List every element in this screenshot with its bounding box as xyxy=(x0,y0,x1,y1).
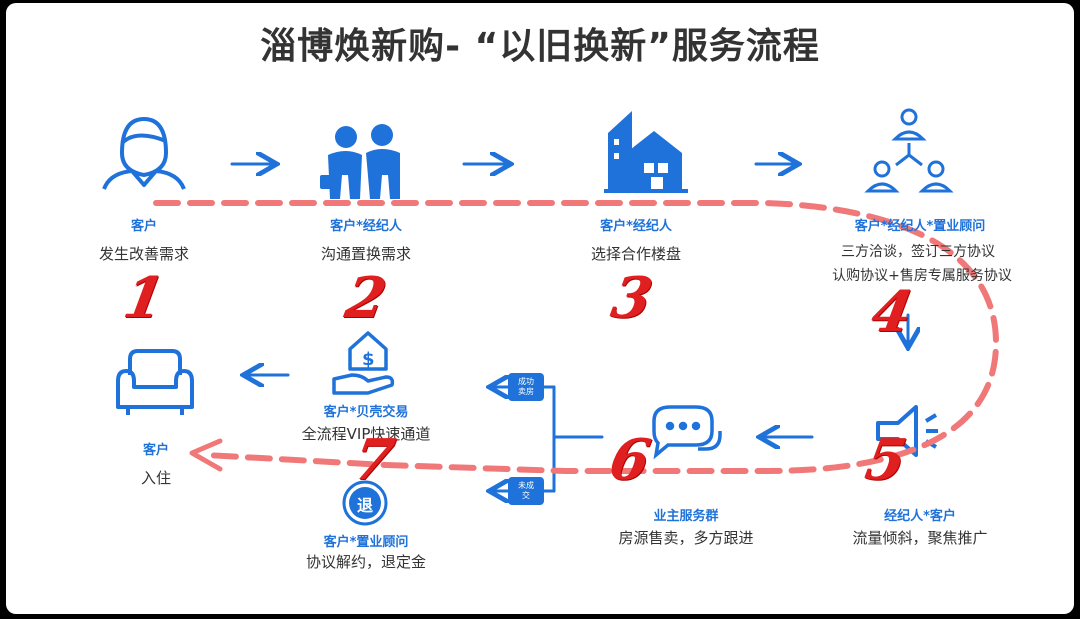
step-7-role: 客户*贝壳交易 xyxy=(323,405,409,420)
final-role: 客户 xyxy=(142,443,170,458)
step-7-desc: 全流程VIP快速通道 xyxy=(301,425,431,443)
tag-success-box xyxy=(508,373,544,401)
megaphone-icon xyxy=(876,405,938,457)
refund-icon xyxy=(342,480,388,526)
svg-text:$: $ xyxy=(362,349,375,370)
tag-success-line-1: 成功 xyxy=(518,377,534,386)
dashed-loop-arrowhead xyxy=(189,438,223,472)
step-3-desc: 选择合作楼盘 xyxy=(590,245,682,263)
flow-arrows xyxy=(230,164,908,491)
step-4-desc-2: 认购协议+售房专属服务协议 xyxy=(832,268,1012,284)
buildings-icon xyxy=(604,111,688,193)
step-4-role: 客户*经纪人*置业顾问 xyxy=(854,219,986,234)
step-5-role: 经纪人*客户 xyxy=(884,509,956,524)
tag-fail-box xyxy=(508,477,544,505)
tag-success-line-2: 卖房 xyxy=(518,387,534,396)
step-6-desc: 房源售卖，多方跟进 xyxy=(618,529,754,547)
customer-icon xyxy=(102,117,186,190)
refund-role: 客户*置业顾问 xyxy=(323,535,409,550)
step-1-role: 客户 xyxy=(130,219,158,234)
handshake-icon xyxy=(320,124,400,199)
chat-icon xyxy=(652,405,722,460)
tag-fail-line-2: 交 xyxy=(522,491,530,500)
armchair-icon xyxy=(116,349,194,415)
page-title: 淄博焕新购- “以旧换新”服务流程 xyxy=(260,26,820,67)
icon-layer: $ xyxy=(102,108,1000,526)
tag-fail: 未成 交 xyxy=(508,481,544,501)
step-1-desc: 发生改善需求 xyxy=(98,245,190,263)
step-5-desc: 流量倾斜，聚焦推广 xyxy=(852,529,988,547)
network-icon xyxy=(864,108,954,193)
step-4-desc: 三方洽谈，签订三方协议 xyxy=(841,244,995,260)
refund-badge-text: 退 xyxy=(356,496,373,515)
step-3-role: 客户*经纪人 xyxy=(600,219,672,234)
refund-desc: 协议解约，退定金 xyxy=(305,553,427,571)
step-6-role: 业主服务群 xyxy=(653,509,719,524)
tag-fail-line-1: 未成 xyxy=(518,481,534,490)
diagram-canvas: 淄博焕新购- “以旧换新”服务流程 xyxy=(6,3,1074,614)
step-2-desc: 沟通置换需求 xyxy=(320,245,412,263)
dashed-loop-path xyxy=(153,200,1000,474)
tag-success: 成功 卖房 xyxy=(508,377,544,397)
final-desc: 入住 xyxy=(140,469,172,487)
house-money-icon: $ xyxy=(332,331,395,395)
step-2-role: 客户*经纪人 xyxy=(330,219,402,234)
